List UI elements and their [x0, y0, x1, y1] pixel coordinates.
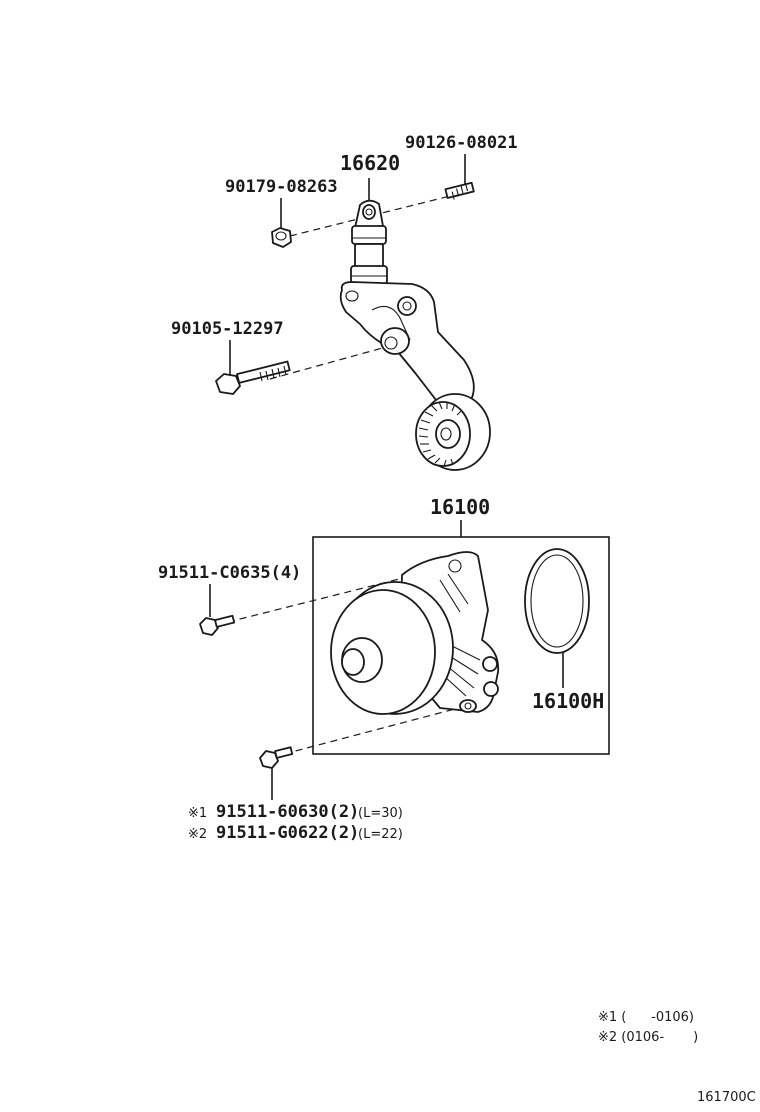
flange-bolt-90105	[215, 360, 291, 395]
bolt-91511-c0635	[199, 614, 236, 636]
label-16100: 16100	[430, 495, 490, 519]
bolt-91511-60630	[259, 746, 294, 769]
legend-row-1: ※1 ( -0106)	[598, 1010, 694, 1025]
legend-row-2: ※2 (0106- )	[598, 1030, 698, 1045]
label-90179-08263: 90179-08263	[225, 177, 338, 197]
water-pump-16100	[330, 551, 500, 715]
label-91511-g0622: 91511-G0622(2)	[216, 823, 359, 843]
label-16620: 16620	[340, 151, 400, 175]
label-91511-60630: 91511-60630(2)	[216, 802, 359, 822]
bolt2-length: (L=22)	[358, 827, 403, 842]
o-ring-16100h	[524, 548, 590, 654]
label-90126-08021: 90126-08021	[405, 133, 518, 153]
figure-id: 161700C	[697, 1090, 756, 1105]
label-91511-c0635: 91511-C0635(4)	[158, 563, 301, 583]
bolt1-mark: ※1	[188, 806, 207, 821]
water-pump-group-frame	[312, 536, 610, 755]
bolt2-mark: ※2	[188, 827, 207, 842]
pulley-grooves	[418, 401, 463, 467]
nut-90179	[271, 227, 292, 248]
belt-tensioner-16620	[339, 199, 491, 471]
bolt1-length: (L=30)	[358, 806, 403, 821]
leader-lines	[209, 154, 564, 800]
label-16100h: 16100H	[532, 689, 604, 713]
label-90105-12297: 90105-12297	[171, 319, 284, 339]
stud-bolt-90126	[444, 181, 475, 200]
